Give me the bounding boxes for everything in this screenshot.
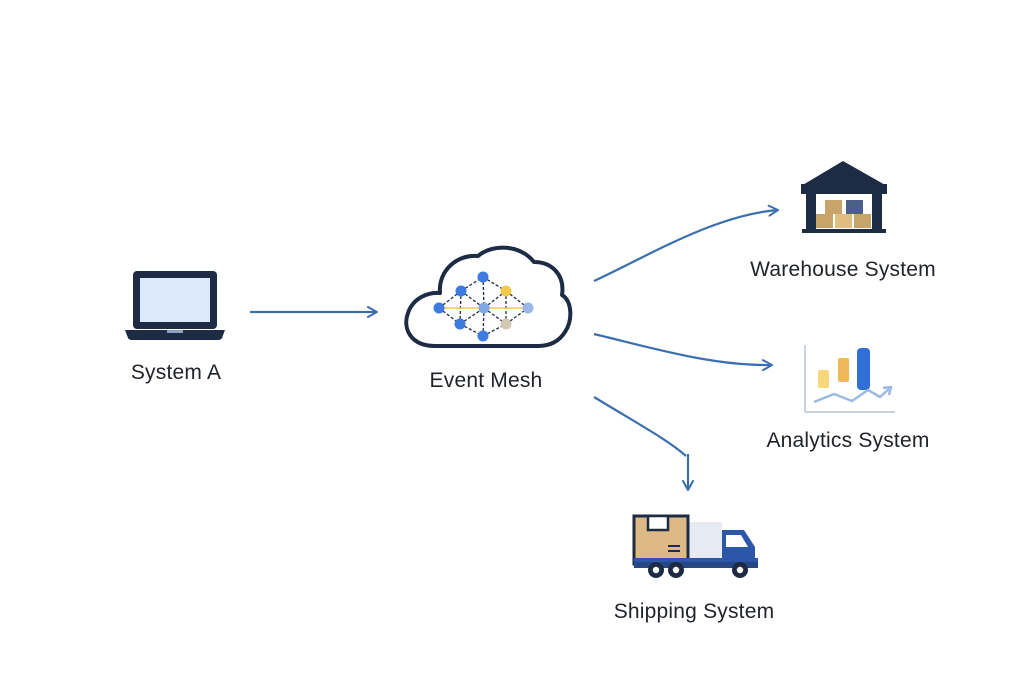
event-mesh-label: Event Mesh [429, 369, 543, 392]
system-a-label: System A [130, 361, 222, 384]
delivery-truck-icon [632, 514, 758, 578]
cloud-network-icon [404, 245, 573, 348]
edge-event-mesh-to-shipping [593, 396, 694, 491]
edge-event-mesh-to-analytics [593, 332, 773, 372]
analytics-system-label: Analytics System [766, 429, 930, 452]
bar-chart-icon [804, 345, 895, 413]
edge-event-mesh-to-warehouse [593, 204, 779, 282]
shipping-system-label: Shipping System [613, 600, 775, 623]
warehouse-icon [801, 161, 887, 233]
warehouse-system-label: Warehouse System [750, 258, 936, 281]
laptop-icon [125, 271, 225, 340]
